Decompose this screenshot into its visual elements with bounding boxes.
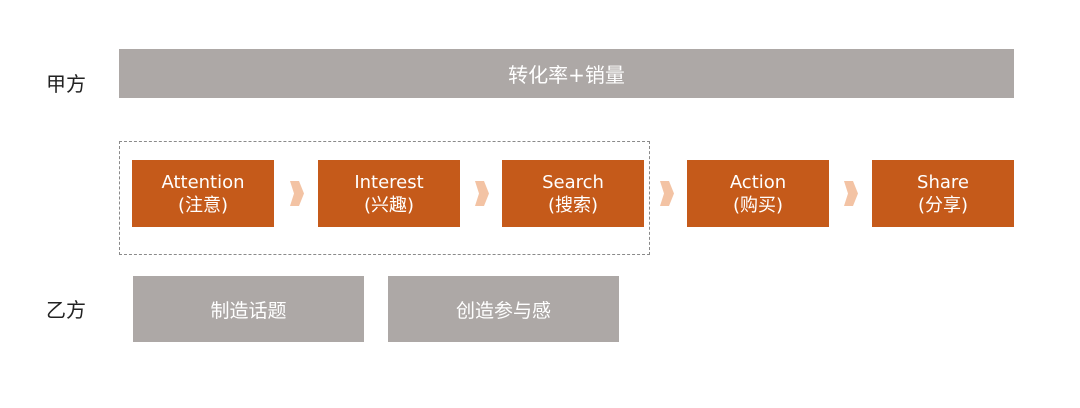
stage-en-label: Share: [917, 171, 969, 193]
chevron-right-arrow-icon: [844, 181, 858, 206]
stage-action: Action (购买): [687, 160, 829, 227]
stage-en-label: Search: [542, 171, 604, 193]
stage-zh-label: (购买): [732, 194, 784, 216]
stage-interest: Interest (兴趣): [318, 160, 460, 227]
goal-bar: 转化率+销量: [119, 49, 1014, 98]
dashed-group-frame: [119, 141, 650, 255]
participation-box: 创造参与感: [388, 276, 619, 342]
stage-en-label: Attention: [161, 171, 245, 193]
topic-creation-box: 制造话题: [133, 276, 364, 342]
bottom-box-text: 制造话题: [210, 299, 287, 322]
party-a-label: 甲方: [46, 72, 86, 96]
stage-zh-label: (搜索): [547, 194, 599, 216]
chevron-right-arrow-icon: [290, 181, 304, 206]
bottom-box-text: 创造参与感: [455, 299, 551, 322]
goal-bar-text: 转化率+销量: [508, 63, 625, 87]
stage-en-label: Action: [729, 171, 787, 193]
stage-zh-label: (分享): [917, 194, 969, 216]
chevron-right-arrow-icon: [660, 181, 674, 206]
stage-attention: Attention (注意): [132, 160, 274, 227]
stage-search: Search (搜索): [502, 160, 644, 227]
chevron-right-arrow-icon: [475, 181, 489, 206]
party-b-label: 乙方: [46, 298, 86, 322]
stage-zh-label: (注意): [177, 194, 229, 216]
stage-share: Share (分享): [872, 160, 1014, 227]
stage-en-label: Interest: [354, 171, 424, 193]
stage-zh-label: (兴趣): [363, 194, 415, 216]
